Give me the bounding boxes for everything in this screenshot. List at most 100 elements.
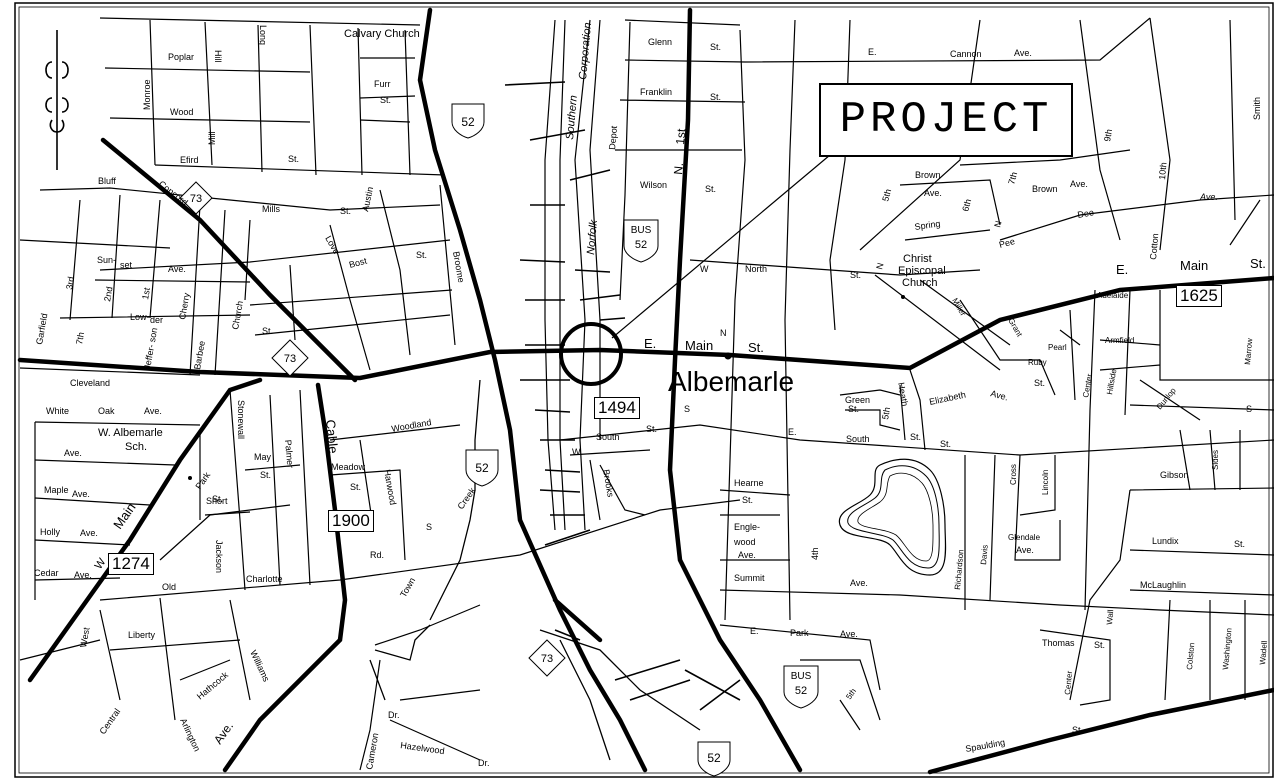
svg-text:St.: St. xyxy=(1250,256,1266,271)
svg-text:52: 52 xyxy=(461,115,475,129)
svg-text:Cleveland: Cleveland xyxy=(70,378,110,388)
svg-text:73: 73 xyxy=(190,193,202,205)
church-dot xyxy=(901,295,905,299)
svg-text:Oak: Oak xyxy=(98,406,115,416)
svg-text:Heath: Heath xyxy=(896,382,910,407)
svg-text:set: set xyxy=(120,260,133,270)
svg-text:Ruby: Ruby xyxy=(1028,358,1047,367)
nc-73-shield-icon: 73 73 73 xyxy=(179,181,566,677)
svg-text:S: S xyxy=(426,522,432,532)
project-location-marker[interactable] xyxy=(559,322,623,386)
svg-text:Sch.: Sch. xyxy=(125,441,147,453)
landmark-labels: Calvary Church Christ Episcopal Church W… xyxy=(98,28,946,453)
svg-text:E.: E. xyxy=(644,336,656,351)
project-pointer xyxy=(611,154,831,339)
svg-text:St.: St. xyxy=(212,494,223,504)
svg-text:Palmer: Palmer xyxy=(283,439,295,468)
svg-text:Rd.: Rd. xyxy=(370,550,384,560)
svg-text:Bluff: Bluff xyxy=(98,176,116,186)
svg-text:Glendale: Glendale xyxy=(1008,533,1041,542)
svg-text:Gibson: Gibson xyxy=(1160,470,1189,480)
svg-text:Cedar: Cedar xyxy=(34,568,59,578)
svg-text:BUS: BUS xyxy=(631,225,652,236)
us-52-shield-icon: 52 52 52 xyxy=(451,103,731,777)
bus-52-shield-icon: BUS 52 BUS 52 xyxy=(623,219,819,709)
svg-text:Sides: Sides xyxy=(1211,450,1220,470)
svg-text:Efird: Efird xyxy=(180,155,199,165)
svg-text:St.: St. xyxy=(1072,725,1083,735)
svg-text:St.: St. xyxy=(380,95,391,105)
svg-text:Norfolk: Norfolk xyxy=(585,219,600,255)
svg-text:Mills: Mills xyxy=(262,204,280,214)
svg-text:Charlotte: Charlotte xyxy=(246,574,283,584)
svg-text:Green: Green xyxy=(845,395,870,405)
svg-text:Long: Long xyxy=(258,25,268,45)
creeks xyxy=(369,379,701,761)
svg-text:52: 52 xyxy=(795,685,807,697)
svg-text:Engle-: Engle- xyxy=(734,522,760,532)
svg-text:Hearne: Hearne xyxy=(734,478,764,488)
svg-text:W. Albemarle: W. Albemarle xyxy=(98,427,163,439)
svg-text:S: S xyxy=(1246,404,1252,414)
svg-text:Stonewall: Stonewall xyxy=(236,400,246,439)
north-arrow-icon xyxy=(45,30,69,170)
svg-text:St.: St. xyxy=(288,154,299,164)
route-1900-label: 1900 xyxy=(328,510,374,532)
svg-text:Summit: Summit xyxy=(734,573,765,583)
svg-text:Brown: Brown xyxy=(915,170,941,180)
svg-text:Brown: Brown xyxy=(1032,184,1058,194)
svg-text:7th: 7th xyxy=(74,331,86,345)
svg-text:May: May xyxy=(254,452,272,462)
project-callout-label: PROJECT xyxy=(819,83,1073,157)
svg-text:73: 73 xyxy=(541,653,553,665)
svg-text:St.: St. xyxy=(260,470,271,480)
school-dot xyxy=(188,476,192,480)
svg-text:E.: E. xyxy=(750,626,759,636)
svg-text:Cannon: Cannon xyxy=(950,49,982,59)
svg-text:St.: St. xyxy=(262,326,273,336)
svg-text:St.: St. xyxy=(646,424,657,434)
svg-text:4th: 4th xyxy=(810,547,820,560)
svg-text:Ave.: Ave. xyxy=(80,528,98,538)
svg-text:St.: St. xyxy=(1034,378,1045,388)
svg-text:Maple: Maple xyxy=(44,485,69,495)
highways xyxy=(17,7,1274,775)
svg-text:N: N xyxy=(874,262,885,271)
route-1274-label: 1274 xyxy=(108,553,154,575)
svg-text:Armfield: Armfield xyxy=(1105,336,1134,345)
svg-text:73: 73 xyxy=(284,353,296,365)
svg-text:Sun-: Sun- xyxy=(97,255,116,265)
route-1494-label: 1494 xyxy=(594,397,640,419)
town-center-dot xyxy=(724,352,732,360)
svg-text:St.: St. xyxy=(416,250,427,260)
svg-text:Spring: Spring xyxy=(914,218,941,232)
svg-text:Bost: Bost xyxy=(348,255,368,269)
svg-text:6th: 6th xyxy=(960,198,973,213)
svg-text:9th: 9th xyxy=(1102,128,1114,142)
svg-text:Ave.: Ave. xyxy=(64,448,82,458)
svg-text:McLaughlin: McLaughlin xyxy=(1140,580,1186,590)
svg-text:St.: St. xyxy=(710,92,721,102)
svg-text:52: 52 xyxy=(707,751,721,765)
svg-text:Dr.: Dr. xyxy=(388,710,400,720)
svg-text:Episcopal: Episcopal xyxy=(898,265,946,277)
svg-text:St.: St. xyxy=(1234,539,1245,549)
svg-text:Ave.: Ave. xyxy=(168,264,186,274)
route-1625-label: 1625 xyxy=(1176,285,1222,307)
svg-text:Ave.: Ave. xyxy=(1016,545,1034,555)
svg-text:Old: Old xyxy=(162,582,176,592)
svg-text:Richardson: Richardson xyxy=(953,549,965,590)
svg-text:Ave.: Ave. xyxy=(738,550,756,560)
svg-text:Glenn: Glenn xyxy=(648,37,672,47)
svg-text:Liberty: Liberty xyxy=(128,630,156,640)
svg-text:Wilson: Wilson xyxy=(640,180,667,190)
svg-text:Church: Church xyxy=(230,300,245,330)
svg-text:Ave.: Ave. xyxy=(74,570,92,580)
svg-text:W: W xyxy=(572,447,581,457)
svg-text:Wall: Wall xyxy=(1105,609,1115,625)
svg-text:Monroe: Monroe xyxy=(142,79,152,110)
svg-text:St.: St. xyxy=(748,340,764,355)
svg-text:S: S xyxy=(684,404,690,414)
svg-text:White: White xyxy=(46,406,69,416)
